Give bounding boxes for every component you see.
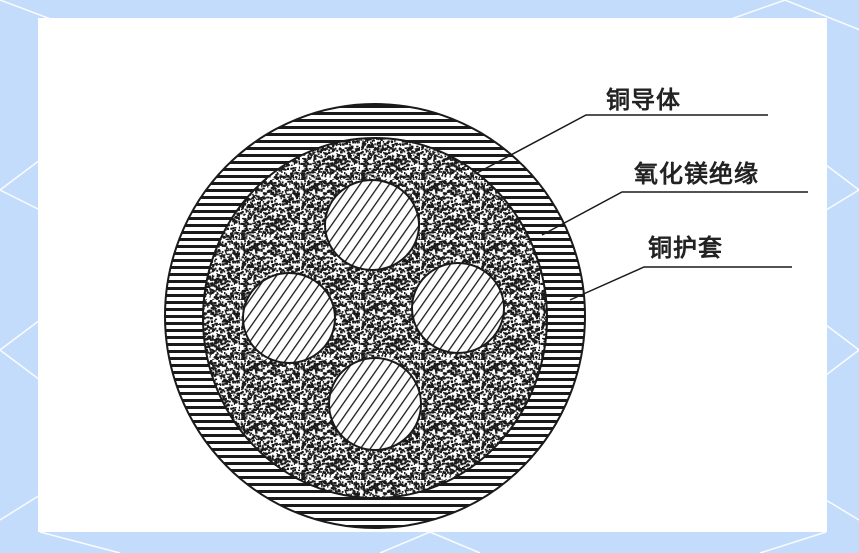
leader-line-sheath (569, 266, 792, 301)
conductor-top (324, 179, 420, 271)
magnesium-oxide-insulation (202, 137, 548, 499)
leader-line-insulation (541, 191, 808, 236)
copper-conductors (242, 179, 505, 451)
label-copper-sheath: 铜护套 (648, 234, 723, 262)
leader-line-conductor (476, 114, 768, 174)
label-copper-conductor: 铜导体 (606, 86, 681, 114)
conductor-bottom (328, 357, 422, 451)
conductor-right (411, 262, 505, 354)
conductor-left (242, 272, 336, 364)
label-magnesium-oxide-insulation: 氧化镁绝缘 (634, 160, 759, 188)
